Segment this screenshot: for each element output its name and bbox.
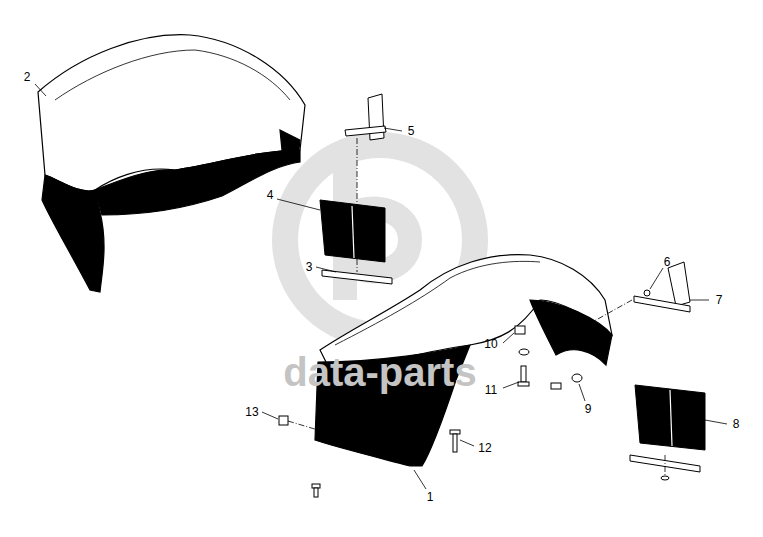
callout-number: 9 xyxy=(585,403,592,415)
assembly-line xyxy=(288,138,665,476)
callout-number: 13 xyxy=(245,406,258,418)
fender-part xyxy=(38,35,305,292)
callout-number: 3 xyxy=(306,261,313,273)
callout-number: 12 xyxy=(478,442,491,454)
callout-number: 5 xyxy=(408,125,415,137)
leader-line xyxy=(35,84,727,489)
callout-number: 10 xyxy=(484,338,497,350)
bracket xyxy=(345,94,690,312)
fastener xyxy=(279,290,669,497)
callout-number: 6 xyxy=(664,256,671,268)
callout-number: 1 xyxy=(427,491,434,503)
mud-flap xyxy=(320,200,705,472)
callout-number: 7 xyxy=(716,294,723,306)
callout-number: 2 xyxy=(24,71,31,83)
callout-number: 4 xyxy=(267,189,274,201)
watermark: data-parts xyxy=(283,352,476,392)
callout-number: 8 xyxy=(733,418,740,430)
callout-number: 11 xyxy=(485,384,497,396)
